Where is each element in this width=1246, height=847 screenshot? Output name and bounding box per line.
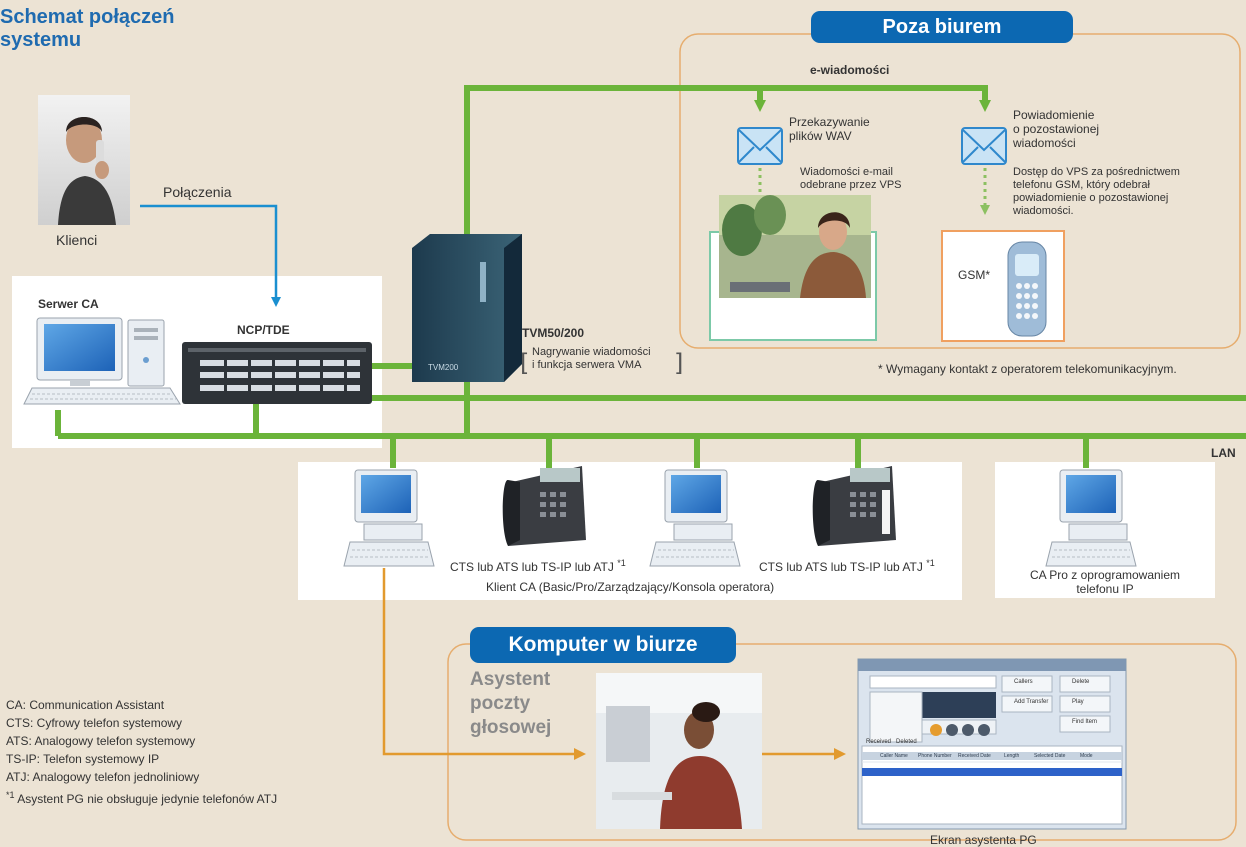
gsm-description: Dostęp do VPS za pośrednictwem telefonu …	[1013, 166, 1180, 218]
legend-atj: ATJ: Analogowy telefon jednoliniowy	[6, 770, 200, 784]
notification-label: Powiadomienie o pozostawionej wiadomości	[1013, 108, 1099, 150]
assistant-line-2: poczty	[470, 693, 531, 714]
remote-user-photo	[709, 195, 877, 341]
outside-office-badge: Poza biurem	[811, 11, 1073, 43]
title-line-2: systemu	[0, 29, 82, 51]
ca-pro-line-1: CA Pro z oprogramowaniem	[1029, 568, 1181, 582]
notify-line-3: wiadomości	[1013, 136, 1076, 150]
notify-line-2: o pozostawionej	[1013, 122, 1100, 136]
legend-ca: CA: Communication Assistant	[6, 698, 165, 712]
diagram-title: Schemat połączeń systemu	[0, 6, 175, 52]
legend-note: *1 Asystent PG nie obsługuje jedynie tel…	[6, 786, 277, 808]
legend-cts: CTS: Cyfrowy telefon systemowy	[6, 716, 183, 730]
wav-transfer-label: Przekazywanie plików WAV	[789, 115, 870, 143]
screen-col-phone: Phone Number	[918, 753, 952, 759]
system-phone-icon	[812, 466, 896, 546]
tvm-label: TVM50/200	[522, 326, 585, 340]
screen-button-play: Play	[1072, 699, 1084, 705]
tvm-description: Nagrywanie wiadomości i funkcja serwera …	[532, 346, 651, 372]
office-link-line	[382, 568, 586, 760]
legend-ats: ATS: Analogowy telefon systemowy	[6, 734, 196, 748]
gsm-phone-icon	[1007, 241, 1047, 337]
ca-client-caption: Klient CA (Basic/Pro/Zarządzający/Konsol…	[486, 580, 775, 594]
notify-line-1: Powiadomienie	[1013, 108, 1095, 122]
svg-text:TVM200: TVM200	[428, 363, 459, 372]
assistant-line-3: głosowej	[470, 717, 552, 738]
gsm-label: GSM*	[958, 268, 991, 282]
operator-footnote: * Wymagany kontakt z operatorem telekomu…	[878, 362, 1177, 376]
caller-photo	[38, 95, 130, 225]
clients-caption: Klienci	[56, 232, 98, 248]
vma-screenshot	[857, 658, 1127, 830]
vps-email-line-2: odebrane przez VPS	[800, 179, 902, 191]
phone-caption-sup: *1	[617, 558, 626, 568]
tvm-bracket-left: [	[520, 349, 529, 377]
tvm-bracket-right: ]	[674, 349, 683, 377]
tvm-desc-line-2: i funkcja serwera VMA	[532, 359, 642, 371]
ncp-tde-label: NCP/TDE	[237, 323, 290, 337]
server-computer-icon	[23, 317, 181, 405]
abbreviation-legend: CA: Communication Assistant CTS: Cyfrowy…	[6, 696, 277, 808]
vps-email-label: Wiadomości e-mail odebrane przez VPS	[800, 166, 902, 192]
legend-note-sup: *1	[6, 790, 15, 800]
ncp-tde-unit	[182, 342, 372, 404]
phone-caption-1: CTS lub ATS lub TS-IP lub ATJ *1	[450, 556, 626, 574]
ca-pro-caption: CA Pro z oprogramowaniem telefonu IP	[995, 568, 1215, 596]
screen-col-received: Received Date	[958, 753, 991, 759]
vps-email-line-1: Wiadomości e-mail	[800, 166, 893, 178]
legend-note-text: Asystent PG nie obsługuje jedynie telefo…	[14, 792, 278, 806]
screen-button-callers: Callers	[1014, 679, 1033, 685]
envelope-icon	[961, 127, 1007, 165]
gsm-desc-line-2: telefonu GSM, który odebrał	[1013, 179, 1150, 191]
phone-caption-text: CTS lub ATS lub TS-IP lub ATJ	[759, 560, 923, 574]
client-pc-icon	[649, 469, 741, 567]
server-ca-label: Serwer CA	[38, 297, 99, 311]
screen-button-find: Find Item	[1072, 719, 1098, 725]
connections-label: Połączenia	[163, 184, 232, 200]
emails-label: e-wiadomości	[810, 63, 890, 77]
screen-col-length: Length	[1004, 753, 1020, 759]
screen-col-selected: Selected Date	[1034, 753, 1066, 759]
phone-caption-sup: *1	[926, 558, 935, 568]
screen-tab-deleted: Deleted	[896, 739, 917, 745]
client-pc-icon	[343, 469, 435, 567]
title-line-1: Schemat połączeń	[0, 6, 175, 28]
client-pc-icon	[1045, 469, 1137, 567]
tvm-desc-line-1: Nagrywanie wiadomości	[532, 346, 651, 358]
assistant-line-1: Asystent	[470, 669, 551, 690]
system-phone-icon	[502, 466, 586, 546]
screen-col-caller: Caller Name	[880, 753, 908, 759]
screen-tab-received: Received	[866, 739, 892, 745]
office-computer-badge: Komputer w biurze	[470, 627, 736, 663]
screen-button-delete: Delete	[1072, 679, 1090, 685]
office-worker-photo	[596, 673, 762, 829]
screen-col-mode: Mode	[1080, 753, 1093, 759]
envelope-icon	[737, 127, 783, 165]
wav-line-2: plików WAV	[789, 129, 852, 143]
screen-button-add-transfer: Add Transfer	[1014, 699, 1049, 705]
phone-caption-2: CTS lub ATS lub TS-IP lub ATJ *1	[759, 556, 935, 574]
gsm-desc-line-1: Dostęp do VPS za pośrednictwem	[1013, 166, 1180, 178]
tvm-unit: TVM200	[412, 234, 522, 382]
voice-assistant-title: Asystent poczty głosowej	[470, 668, 551, 740]
lan-label: LAN	[1211, 446, 1236, 460]
ca-pro-line-2: telefonu IP	[1076, 582, 1134, 596]
screen-caption: Ekran asystenta PG	[930, 833, 1037, 847]
gsm-desc-line-3: powiadomienie o pozostawionej	[1013, 192, 1169, 204]
call-connection-arrow	[140, 204, 281, 307]
wav-line-1: Przekazywanie	[789, 115, 870, 129]
legend-tsip: TS-IP: Telefon systemowy IP	[6, 752, 160, 766]
phone-caption-text: CTS lub ATS lub TS-IP lub ATJ	[450, 560, 614, 574]
gsm-desc-line-4: wiadomości.	[1013, 205, 1074, 217]
